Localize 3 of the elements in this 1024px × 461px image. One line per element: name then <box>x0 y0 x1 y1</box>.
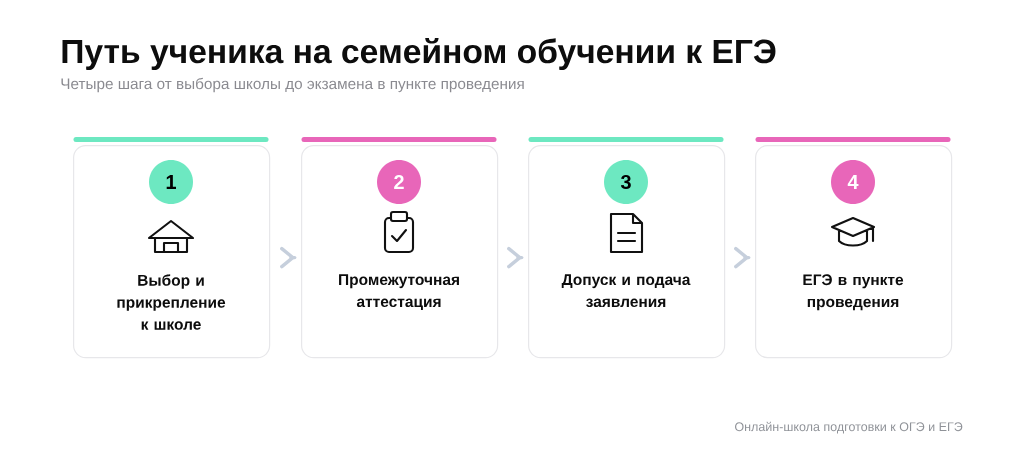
title: Путь ученика на семейном обучении к ЕГЭ <box>62 38 776 70</box>
footer-note: Онлайн-школа подготовки к ОГЭ и ЕГЭ <box>735 421 963 434</box>
subtitle: Четыре шага от выбора школы до экзамена в пункте проведения <box>61 77 524 93</box>
